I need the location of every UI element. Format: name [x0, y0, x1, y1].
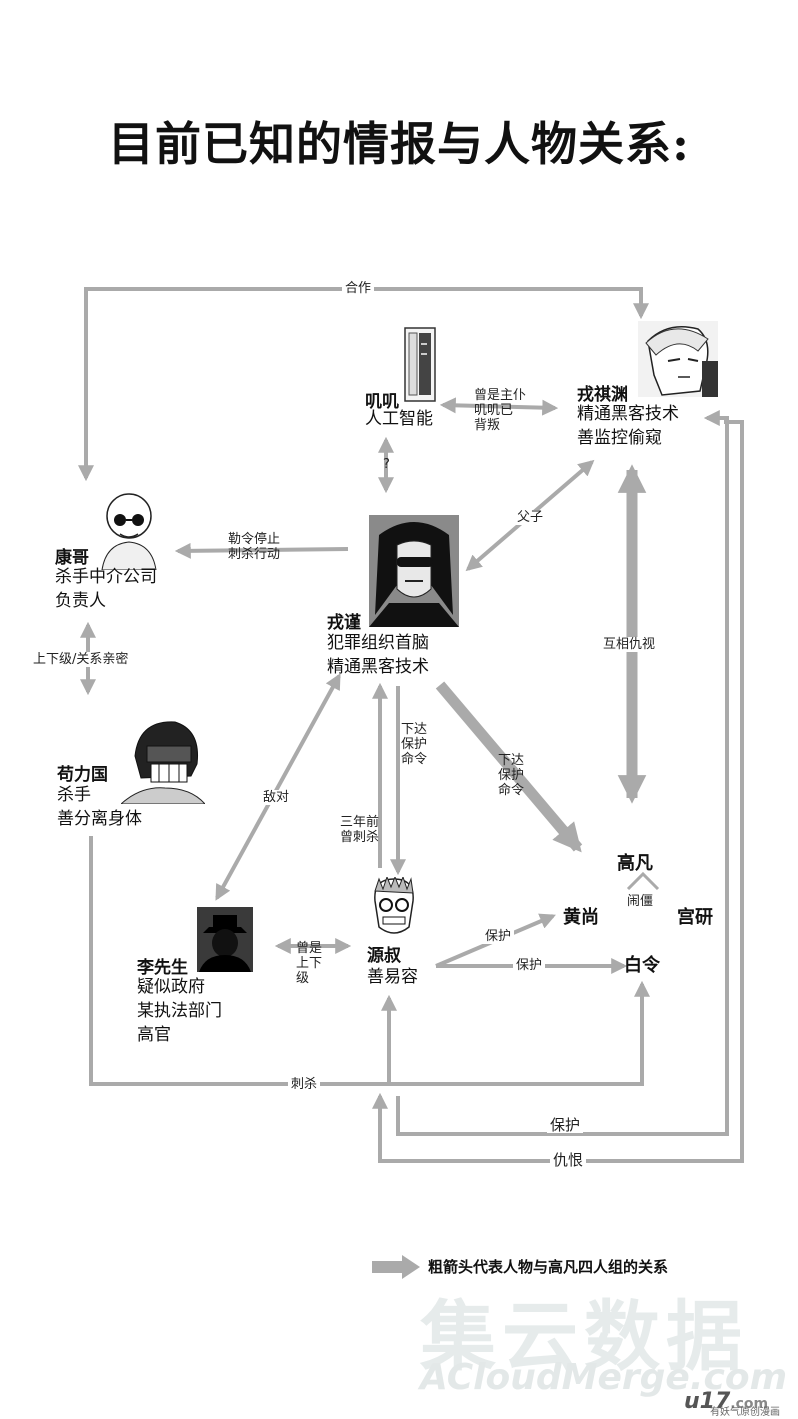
goulig-desc: 杀手 善分离身体 [57, 785, 142, 829]
bailing-name: 白令 [624, 955, 660, 976]
goulig-name: 苟力国 [57, 765, 108, 785]
watermark-en: ACloudMerge.com [420, 1357, 788, 1398]
yuanshu-name: 源叔 [367, 946, 401, 966]
label-father-son: 父子 [514, 510, 547, 525]
label-order-protect-1: 下达 保护 命令 [401, 722, 428, 767]
edge-hostile [215, 673, 341, 901]
label-assassinate-past: 三年前 曾刺杀 [340, 815, 380, 845]
edge-cooperation [78, 287, 649, 482]
yuanshu-portrait [369, 877, 419, 941]
yuanshu-desc: 善易容 [367, 967, 418, 987]
rongjin-name: 戎谨 [327, 613, 361, 633]
label-mutual-hostility: 互相仇视 [600, 637, 659, 652]
falling-out-label: 闹僵 [627, 894, 654, 909]
rongjin-portrait [369, 515, 459, 627]
lixiansheng-portrait [197, 907, 253, 972]
rongqiyuan-desc: 精通黑客技术 善监控偷窥 [577, 404, 679, 448]
rongjin-desc: 犯罪组织首脑 精通黑客技术 [327, 633, 429, 677]
kangge-portrait [98, 490, 160, 570]
thick-edge-order-protect [435, 681, 583, 853]
rongqiyuan-name: 戎祺渊 [577, 385, 628, 405]
kangge-name: 康哥 [55, 548, 89, 568]
jiji-portrait [404, 327, 436, 402]
lixiansheng-desc: 疑似政府 某执法部门 高官 [137, 977, 222, 1045]
legend-text: 粗箭头代表人物与高凡四人组的关系 [428, 1258, 669, 1276]
label-protect-2: 保护 [513, 958, 546, 973]
jiji-name: 叽叽 [365, 392, 399, 412]
label-hostile: 敌对 [260, 790, 293, 805]
watermark-u17: u17.com [684, 1389, 768, 1414]
watermark-u17-com: .com [730, 1396, 769, 1412]
label-cooperation: 合作 [342, 281, 375, 296]
edge-hatred [372, 420, 744, 1163]
gaofan-name: 高凡 [617, 853, 653, 874]
watermark-u17-slogan: 有妖气原创漫画 [710, 1407, 780, 1418]
edge-assassinate [89, 836, 650, 1086]
edge-protect-3 [396, 410, 729, 1136]
edge-order-stop [174, 542, 349, 559]
goulig-portrait [121, 716, 205, 804]
label-former-superior: 曾是 上下 级 [296, 941, 323, 986]
rongqiyuan-portrait [638, 321, 718, 397]
watermark-u17-logo: u17 [684, 1389, 731, 1414]
label-order-protect-2: 下达 保护 命令 [498, 753, 525, 798]
gongyan-name: 宫研 [677, 907, 713, 928]
label-protect-3: 保护 [547, 1118, 584, 1133]
label-master-servant: 曾是主仆 叽叽已 背叛 [474, 388, 527, 433]
edge-falling-out [626, 871, 660, 891]
label-assassinate: 刺杀 [288, 1077, 321, 1092]
label-order-stop: 勒令停止 刺杀行动 [228, 532, 281, 562]
label-superior: 上下级/关系亲密 [30, 652, 132, 667]
lixiansheng-name: 李先生 [137, 958, 188, 978]
watermark-cn: 集云数据 [420, 1292, 748, 1381]
jiji-desc: 人工智能 [365, 409, 433, 429]
label-hatred: 仇恨 [550, 1153, 587, 1168]
legend-thick-arrow-icon [372, 1255, 420, 1279]
page-title: 目前已知的情报与人物关系: [108, 117, 690, 171]
edge-master-servant [439, 397, 559, 416]
huangshang-name: 黄尚 [563, 907, 599, 928]
label-question: ? [383, 457, 390, 472]
label-protect-1: 保护 [482, 929, 515, 944]
kangge-desc: 杀手中介公司 负责人 [55, 567, 157, 611]
